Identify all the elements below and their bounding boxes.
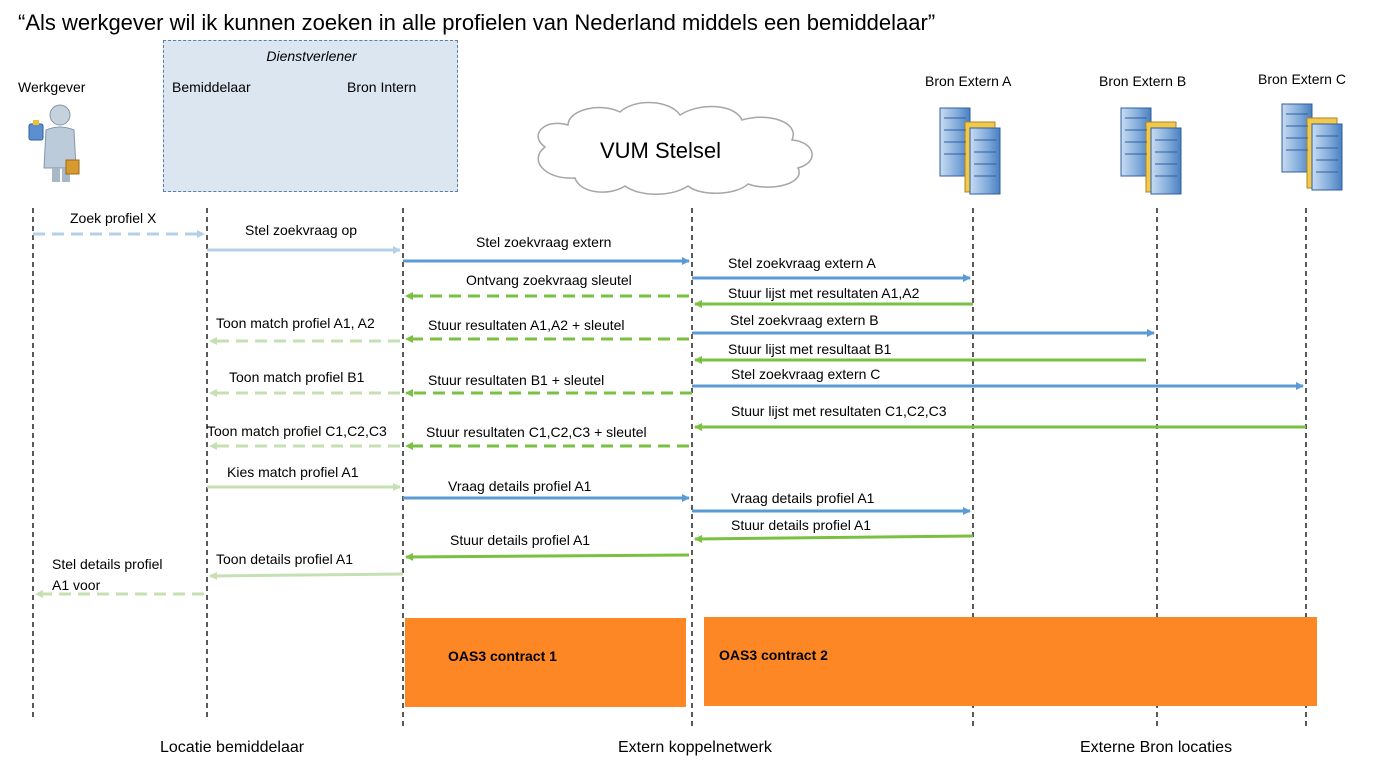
participant-bemiddelaar: Bemiddelaar <box>172 79 251 95</box>
msg-stel-zoekvraag-extern: Stel zoekvraag extern <box>476 234 612 250</box>
participant-bron-extern-b: Bron Extern B <box>1099 73 1187 89</box>
dienstverlener-label: Dienstverlener <box>266 48 357 64</box>
participant-bron-intern: Bron Intern <box>347 79 417 95</box>
vum-stelsel-label: VUM Stelsel <box>600 138 722 163</box>
bron-extern-c-server-icon <box>1281 103 1343 191</box>
participant-werkgever: Werkgever <box>18 79 86 95</box>
oas3-contract-1-label: OAS3 contract 1 <box>448 648 557 664</box>
arrow-stuur-details-intern <box>405 552 690 561</box>
msg-stel-zoekvraag-extern-c: Stel zoekvraag extern C <box>731 366 881 382</box>
msg-stel-zoekvraag-op: Stel zoekvraag op <box>245 222 358 238</box>
diagram-title: “Als werkgever wil ik kunnen zoeken in a… <box>18 10 936 35</box>
msg-stel-zoekvraag-extern-a: Stel zoekvraag extern A <box>728 255 876 271</box>
oas3-contract-2-label: OAS3 contract 2 <box>719 647 828 663</box>
msg-toon-match-c: Toon match profiel C1,C2,C3 <box>207 423 387 439</box>
participant-bron-extern-c: Bron Extern C <box>1258 71 1346 87</box>
msg-stuur-details-extern: Stuur details profiel A1 <box>731 517 872 533</box>
msg-toon-match-a: Toon match profiel A1, A2 <box>216 315 375 331</box>
msg-kies-match: Kies match profiel A1 <box>227 464 359 480</box>
msg-stuur-lijst-b: Stuur lijst met resultaat B1 <box>728 341 892 357</box>
msg-toon-match-b: Toon match profiel B1 <box>229 369 365 385</box>
msg-stel-details-voor-line1: Stel details profiel <box>52 556 163 572</box>
msg-stuur-details-intern: Stuur details profiel A1 <box>450 532 591 548</box>
msg-stuur-resultaten-b: Stuur resultaten B1 + sleutel <box>428 372 605 388</box>
msg-toon-details: Toon details profiel A1 <box>216 551 353 567</box>
arrow-toon-details <box>209 571 404 580</box>
werkgever-person-icon <box>28 104 80 182</box>
msg-vraag-details-extern: Vraag details profiel A1 <box>731 490 875 506</box>
location-extern-koppelnetwerk: Extern koppelnetwerk <box>618 739 772 756</box>
msg-zoek-profiel: Zoek profiel X <box>70 210 157 226</box>
bron-extern-b-server-icon <box>1120 107 1182 195</box>
msg-stel-zoekvraag-extern-b: Stel zoekvraag extern B <box>730 312 879 328</box>
msg-vraag-details-intern: Vraag details profiel A1 <box>448 478 592 494</box>
arrow-stuur-details-extern <box>694 534 974 543</box>
dienstverlener-group: Dienstverlener <box>163 40 458 192</box>
msg-ontvang-zoekvraag-sleutel: Ontvang zoekvraag sleutel <box>466 272 632 288</box>
msg-stuur-resultaten-a: Stuur resultaten A1,A2 + sleutel <box>428 317 625 333</box>
participant-bron-extern-a: Bron Extern A <box>925 73 1012 89</box>
oas3-contract-1: OAS3 contract 1 <box>405 618 686 707</box>
msg-stel-details-voor-line2: A1 voor <box>52 577 101 593</box>
msg-stuur-resultaten-c: Stuur resultaten C1,C2,C3 + sleutel <box>426 424 647 440</box>
cloud-shape <box>537 101 813 195</box>
message-arrows <box>33 230 1306 598</box>
msg-stuur-lijst-c: Stuur lijst met resultaten C1,C2,C3 <box>731 403 947 419</box>
oas3-contract-2: OAS3 contract 2 <box>704 617 1317 706</box>
msg-stuur-lijst-a: Stuur lijst met resultaten A1,A2 <box>728 285 920 301</box>
location-bemiddelaar: Locatie bemiddelaar <box>160 739 305 756</box>
location-externe-bron: Externe Bron locaties <box>1080 739 1233 756</box>
bron-extern-a-server-icon <box>939 107 1001 195</box>
